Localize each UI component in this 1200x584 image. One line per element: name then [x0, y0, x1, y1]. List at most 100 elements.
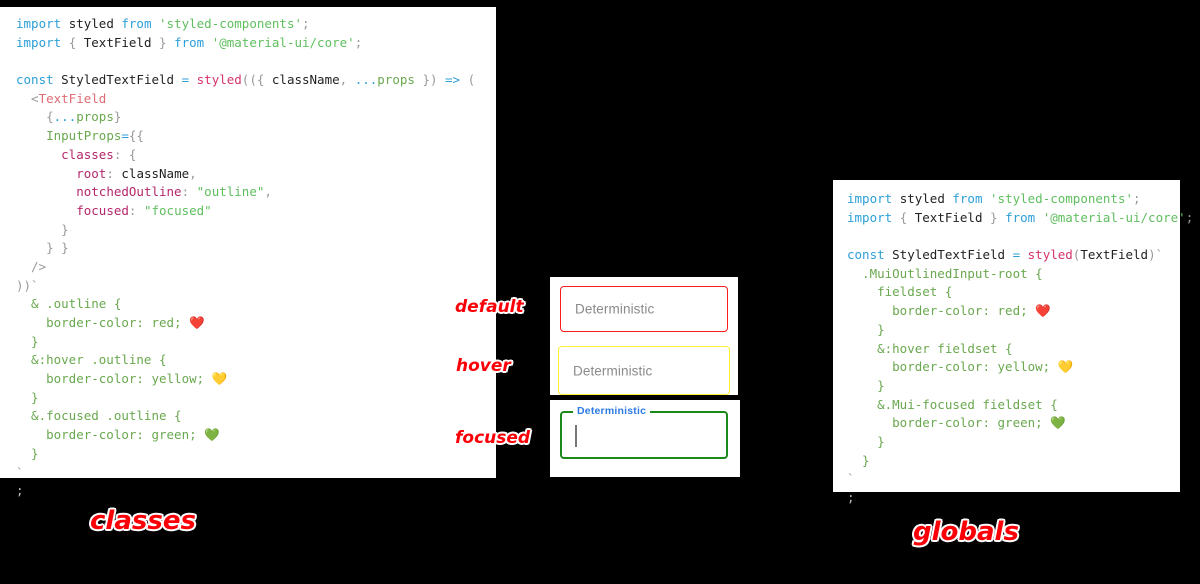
code-token: { — [899, 209, 915, 225]
code-token: from — [121, 16, 160, 31]
code-line: ; — [847, 489, 1180, 508]
code-token: ; — [1185, 209, 1194, 225]
textfield-default[interactable]: Deterministic — [560, 286, 728, 332]
code-token: fieldset { — [847, 284, 953, 300]
demo-panel-bottom: Deterministic — [550, 400, 740, 477]
code-line: &:hover .outline { — [16, 351, 496, 370]
code-token — [16, 203, 76, 218]
demo-panel-top: Deterministic Deterministic — [550, 277, 738, 395]
code-panel-globals: import styled from 'styled-components';i… — [833, 180, 1193, 505]
code-line: ; — [16, 482, 496, 501]
code-line: } — [847, 321, 1180, 340]
code-token: /> — [16, 258, 47, 274]
code-line: import styled from 'styled-components'; — [16, 15, 496, 34]
code-line: root: className, — [16, 165, 496, 184]
code-token: StyledTextField — [61, 72, 182, 88]
code-line: const StyledTextField = styled(({ classN… — [16, 71, 496, 90]
code-token: ... — [53, 109, 77, 125]
code-line: .MuiOutlinedInput-root { — [847, 265, 1180, 284]
code-line: } — [16, 221, 496, 240]
code-token: import — [847, 191, 900, 206]
code-token: ; — [847, 490, 855, 505]
code-line — [847, 227, 1180, 246]
code-token: from — [1005, 209, 1043, 225]
code-token: , — [189, 165, 197, 181]
code-token: styled — [196, 72, 242, 88]
code-token: 💚 — [204, 427, 220, 443]
code-line: import { TextField } from '@material-ui/… — [847, 209, 1193, 228]
code-token: } — [16, 389, 39, 405]
code-token — [16, 184, 76, 199]
code-token: TextField — [83, 34, 152, 50]
code-line — [16, 52, 496, 71]
code-token: notchedOutline — [76, 184, 182, 200]
code-token — [16, 128, 46, 143]
code-token: : { — [113, 146, 137, 162]
code-token: = — [1012, 247, 1028, 263]
code-token: ❤️ — [189, 315, 205, 330]
code-line: border-color: yellow; 💛 — [16, 370, 496, 389]
code-token: className — [271, 72, 340, 88]
code-line: border-color: green; 💚 — [847, 414, 1180, 433]
code-line: border-color: green; 💚 — [16, 426, 496, 445]
code-token: const — [16, 72, 62, 88]
annotation-default: default — [455, 297, 524, 317]
code-token: focused — [76, 202, 129, 218]
code-token: : — [128, 202, 144, 218]
code-token: = — [121, 128, 129, 144]
code-token: ; — [354, 34, 363, 50]
code-token: = — [181, 72, 197, 88]
code-token: : — [181, 184, 197, 200]
code-token: &.Mui-focused fieldset { — [847, 396, 1058, 412]
code-line: } } — [16, 239, 496, 258]
code-token: ` — [16, 464, 24, 480]
code-token — [16, 147, 61, 162]
code-token: TextField — [38, 90, 107, 106]
code-token: .MuiOutlinedInput-root { — [847, 265, 1043, 281]
code-line: } — [16, 389, 496, 408]
code-line: /> — [16, 258, 496, 277]
code-token: props — [76, 109, 114, 125]
code-token: } — [982, 209, 1006, 225]
code-token: { — [16, 109, 54, 125]
code-line: } — [847, 452, 1180, 471]
code-token: } — [16, 221, 69, 237]
code-token: StyledTextField — [892, 247, 1013, 263]
code-token: ... — [354, 72, 378, 88]
code-token: } — [151, 34, 175, 50]
code-line: border-color: yellow; 💛 — [847, 358, 1180, 377]
code-token: '@material-ui/core' — [1042, 209, 1186, 225]
code-token: TextField — [1080, 247, 1149, 263]
code-token: , — [264, 184, 272, 200]
code-line: InputProps={{ — [16, 127, 496, 146]
code-token: import — [16, 16, 69, 31]
code-token: {{ — [128, 128, 144, 144]
code-line: ))` — [16, 277, 496, 296]
code-token: { — [68, 34, 84, 50]
code-token: from — [174, 34, 212, 50]
code-token: }) — [414, 72, 446, 88]
textfield-hover[interactable]: Deterministic — [558, 346, 730, 395]
code-token: classes — [61, 146, 114, 162]
code-line: const StyledTextField = styled(TextField… — [847, 246, 1180, 265]
code-token: styled — [68, 16, 122, 31]
code-line: &.Mui-focused fieldset { — [847, 396, 1180, 415]
code-token: border-color: green; — [16, 427, 205, 443]
code-token: => — [445, 72, 468, 88]
code-line: & .outline { — [16, 295, 496, 314]
code-token: border-color: red; — [847, 303, 1036, 319]
code-line: import styled from 'styled-components'; — [847, 190, 1180, 209]
code-token: props — [377, 72, 415, 88]
code-token: } — [16, 445, 39, 461]
code-token: ` — [847, 471, 855, 487]
code-token: import — [847, 209, 900, 225]
code-token: 'styled-components' — [159, 16, 303, 31]
code-token: & .outline { — [16, 296, 122, 312]
code-line: border-color: red; ❤️ — [847, 302, 1180, 321]
code-token: ; — [302, 16, 310, 31]
code-line: ` — [16, 464, 496, 483]
textfield-focused[interactable]: Deterministic — [560, 405, 728, 459]
code-token: ( — [467, 72, 476, 88]
textfield-hover-placeholder: Deterministic — [573, 363, 653, 378]
